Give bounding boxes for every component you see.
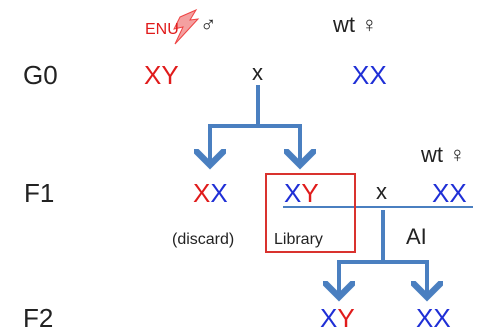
wt-text: wt: [333, 12, 355, 37]
library-label: Library: [274, 231, 323, 248]
g0-cross-x: x: [252, 60, 263, 85]
library-box: [265, 173, 356, 253]
wt-female-label: wt ♀: [333, 14, 378, 36]
f1-mid-y: Y: [301, 178, 319, 208]
g0-male-y: Y: [161, 60, 179, 90]
f1-mid-genotype: XY: [284, 180, 319, 206]
discard-label: (discard): [172, 231, 235, 248]
f2-left-y: Y: [337, 303, 355, 333]
female-symbol: ♀: [361, 12, 378, 37]
f1-left-genotype: XX: [193, 180, 228, 206]
f1-right-genotype: XX: [432, 178, 467, 208]
f2-right-genotype: XX: [416, 303, 451, 333]
label-g0: G0: [23, 60, 58, 90]
g0-female-genotype: XX: [352, 60, 387, 90]
f1-wt-female-label: wt ♀: [421, 144, 466, 166]
f1-female-symbol: ♀: [449, 142, 466, 167]
g0-male-x: X: [144, 60, 162, 90]
g0-male-genotype: XY: [144, 62, 179, 88]
f1-left-x-wt: X: [210, 178, 228, 208]
f1-wt-text: wt: [421, 142, 443, 167]
f1-cross-x: x: [376, 179, 387, 204]
label-f2: F2: [23, 303, 54, 333]
ai-label: AI: [406, 224, 427, 249]
f1-left-x-mutant: X: [193, 178, 211, 208]
enu-label: ENU: [145, 21, 179, 38]
f2-left-x: X: [320, 303, 338, 333]
male-symbol: ♂: [200, 12, 217, 37]
label-f1: F1: [24, 178, 55, 208]
lightning-bolt-icon: [173, 8, 200, 45]
f2-left-genotype: XY: [320, 305, 355, 331]
f1-mid-x: X: [284, 178, 302, 208]
